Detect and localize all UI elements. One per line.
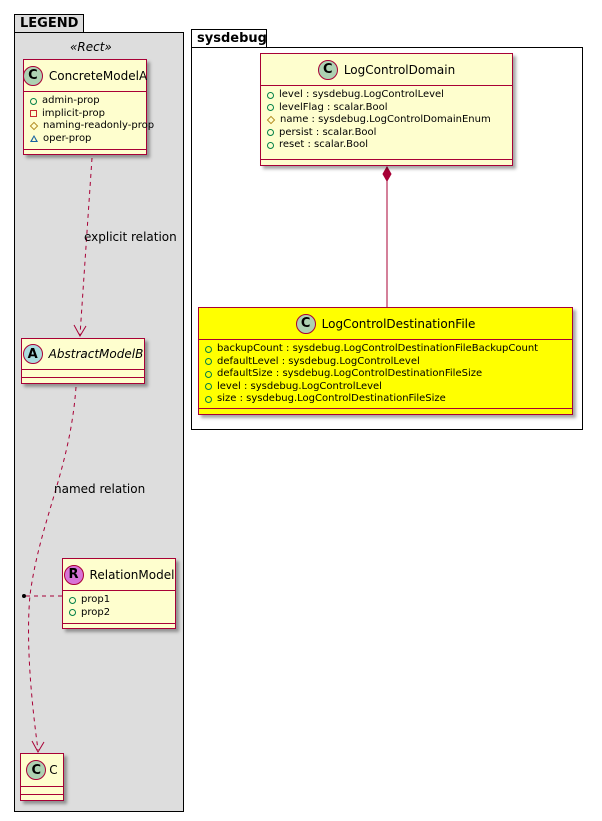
named-relation-arrowhead (31, 740, 45, 754)
named-relation-line (28, 386, 77, 751)
attribute-row: defaultSize : sysdebug.LogControlDestina… (205, 368, 566, 381)
class-name: RelationModel (89, 567, 175, 582)
public-visibility-icon (267, 129, 274, 137)
legend-package-title: LEGEND (20, 16, 79, 31)
public-visibility-icon (205, 395, 212, 403)
public-visibility-icon (30, 97, 37, 105)
attribute-row: reset : scalar.Bool (267, 139, 506, 152)
public-visibility-icon (205, 383, 212, 391)
attribute-row: level : sysdebug.LogControlLevel (205, 381, 566, 394)
public-visibility-icon (69, 596, 76, 604)
public-visibility-icon (205, 345, 212, 353)
package-visibility-icon (30, 135, 38, 143)
class-c-icon: C (22, 65, 43, 86)
attribute-row: levelFlag : scalar.Bool (267, 102, 506, 115)
class-name: ConcreteModelA (48, 68, 148, 83)
class-log-control-domain[interactable]: C LogControlDomain level : sysdebug.LogC… (260, 53, 513, 166)
attribute-row: persist : scalar.Bool (267, 127, 506, 140)
class-relation-model[interactable]: R RelationModel prop1 prop2 (62, 558, 176, 629)
class-abstract-model-b[interactable]: A AbstractModelB (21, 338, 145, 384)
abstract-a-icon: A (22, 344, 43, 364)
public-visibility-icon (205, 370, 212, 378)
public-visibility-icon (267, 91, 274, 99)
class-name: C (49, 763, 58, 777)
attribute-row: admin-prop (30, 95, 140, 108)
private-visibility-icon (30, 110, 37, 118)
attribute-row: implicit-prop (30, 108, 140, 121)
attribute-row: backupCount : sysdebug.LogControlDestina… (205, 343, 566, 356)
class-c-icon: C (26, 760, 47, 780)
sysdebug-package-title: sysdebug (197, 31, 267, 46)
attribute-list: backupCount : sysdebug.LogControlDestina… (199, 340, 572, 406)
attribute-list: admin-prop implicit-prop naming-readonly… (24, 92, 154, 146)
class-c[interactable]: C C (20, 753, 64, 801)
attribute-row: prop2 (69, 607, 169, 620)
class-c-icon: C (317, 59, 338, 80)
attribute-row: name : sysdebug.LogControlDomainEnum (266, 114, 506, 127)
named-relation-label: named relation (54, 482, 146, 496)
legend-package-tab: LEGEND (14, 14, 84, 33)
class-log-control-destination-file[interactable]: C LogControlDestinationFile backupCount … (198, 307, 573, 415)
protected-visibility-icon (266, 116, 276, 125)
legend-stereotype: «Rect» (70, 40, 112, 54)
attribute-list: prop1 prop2 (63, 591, 175, 619)
legend-package (14, 32, 184, 812)
protected-visibility-icon (29, 122, 39, 131)
attribute-row: prop1 (69, 594, 169, 607)
class-name: AbstractModelB (48, 347, 144, 361)
composition-diamond (382, 165, 392, 183)
class-c-icon: C (295, 313, 316, 334)
sysdebug-package-tab: sysdebug (191, 29, 267, 48)
public-visibility-icon (267, 141, 274, 149)
class-name: LogControlDestinationFile (321, 316, 476, 331)
class-concrete-model-a[interactable]: C ConcreteModelA admin-prop implicit-pro… (22, 59, 154, 155)
attribute-row: oper-prop (30, 133, 140, 146)
relation-point (22, 594, 26, 598)
attribute-row: size : sysdebug.LogControlDestinationFil… (205, 393, 566, 406)
relation-r-icon: R (63, 564, 84, 585)
attribute-row: defaultLevel : sysdebug.LogControlLevel (205, 356, 566, 369)
attribute-row: level : sysdebug.LogControlLevel (267, 89, 506, 102)
class-name: LogControlDomain (343, 62, 456, 77)
explicit-relation-line (79, 157, 93, 336)
public-visibility-icon (69, 609, 76, 617)
explicit-relation-arrowhead (73, 324, 87, 338)
public-visibility-icon (205, 358, 212, 366)
public-visibility-icon (267, 104, 274, 112)
explicit-relation-label: explicit relation (84, 230, 177, 244)
attribute-list: level : sysdebug.LogControlLevel levelFl… (261, 86, 512, 152)
attribute-row: naming-readonly-prop (29, 120, 154, 133)
